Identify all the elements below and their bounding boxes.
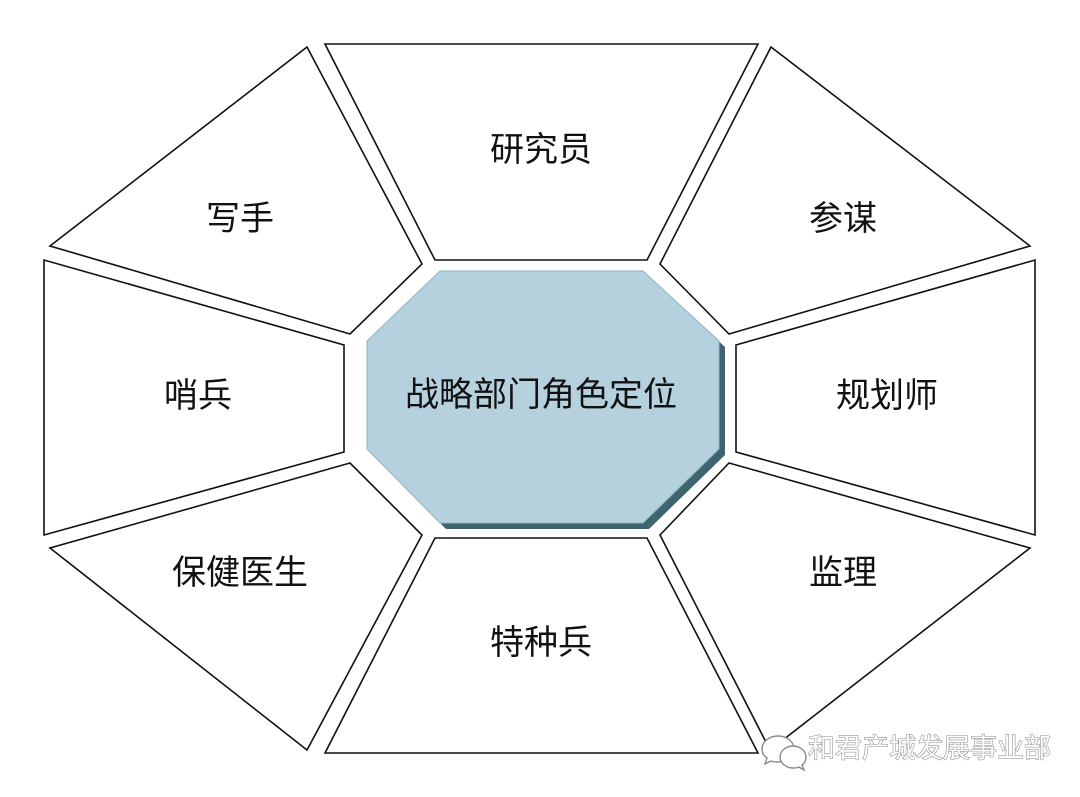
role-label-planner: 规划师 bbox=[836, 376, 938, 416]
watermark-text: 和君产城发展事业部 bbox=[808, 734, 1051, 765]
role-segments: 研究员 参谋 规划师 监理 特种兵 保健医生 哨兵 写手 bbox=[43, 43, 1036, 754]
role-segment-researcher: 研究员 bbox=[323, 43, 760, 261]
center-octagon: 战略部门角色定位 bbox=[366, 270, 725, 529]
role-label-special-forces: 特种兵 bbox=[490, 623, 592, 663]
role-segment-special-forces: 特种兵 bbox=[323, 537, 760, 754]
center-title: 战略部门角色定位 bbox=[405, 375, 677, 415]
wechat-icon bbox=[761, 735, 807, 772]
role-segment-planner: 规划师 bbox=[735, 258, 1036, 537]
role-label-sentinel: 哨兵 bbox=[164, 376, 232, 416]
role-segment-advisor: 参谋 bbox=[659, 45, 1032, 335]
role-segment-health-doctor: 保健医生 bbox=[48, 462, 423, 752]
role-label-supervisor: 监理 bbox=[809, 553, 877, 593]
role-segment-sentinel: 哨兵 bbox=[43, 258, 345, 537]
watermark: 和君产城发展事业部 bbox=[761, 733, 1052, 772]
role-label-writer: 写手 bbox=[206, 199, 274, 239]
role-segment-supervisor: 监理 bbox=[659, 462, 1032, 752]
center-octagon-shape bbox=[366, 270, 720, 524]
role-label-researcher: 研究员 bbox=[490, 130, 592, 170]
role-segment-writer: 写手 bbox=[48, 45, 423, 335]
role-label-health-doctor: 保健医生 bbox=[172, 553, 308, 593]
role-label-advisor: 参谋 bbox=[809, 199, 877, 239]
